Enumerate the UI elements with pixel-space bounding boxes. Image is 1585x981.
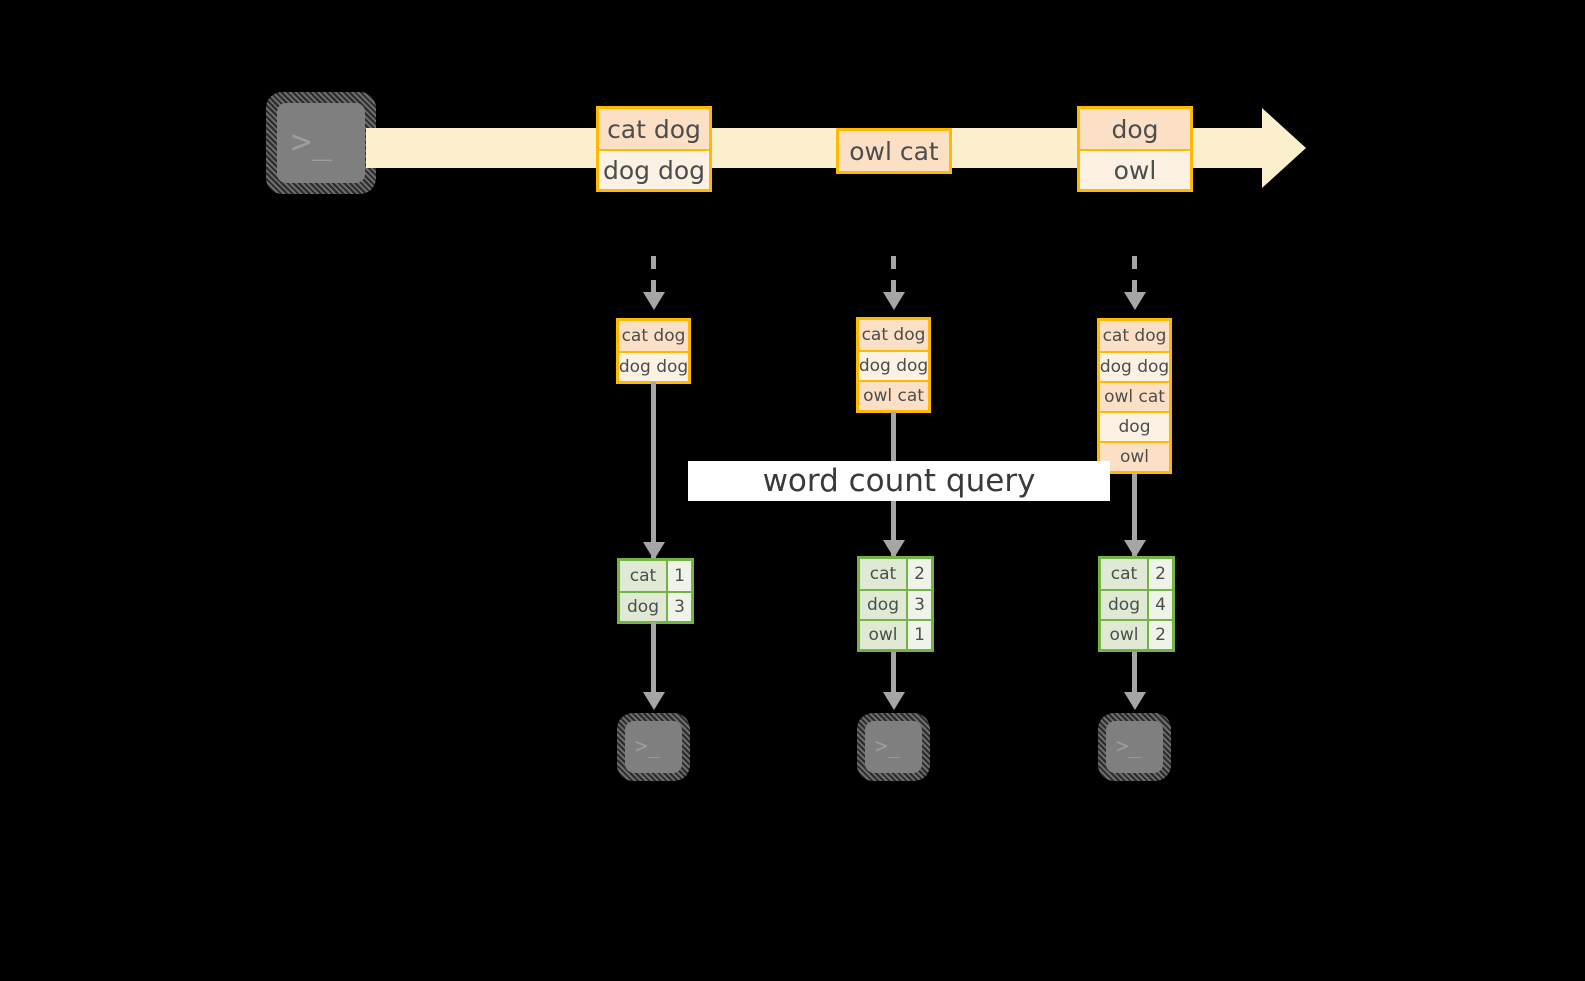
sink-terminal-1-icon: >_ [625,721,682,773]
table-row: cat 1 [620,561,691,591]
trigger-2-dashed-arrow-head-icon [883,292,905,310]
table-row: owl 1 [860,619,931,649]
trigger-2-query-arrow-head-icon [883,540,905,558]
sink-terminal-2-icon: >_ [865,721,922,773]
source-terminal-icon: >_ [277,103,365,183]
trigger-3-query-connector [1132,474,1137,562]
result-3-count-1: 2 [1149,559,1172,589]
table-row: cat 2 [860,559,931,589]
word-count-result-2[interactable]: cat 2 dog 3 owl 1 [857,556,934,652]
trigger-1-dashed-connector [651,256,656,298]
result-2-count-1: 2 [908,559,931,589]
result-2-word-2: dog [860,591,908,619]
trigger-1-query-arrow-head-icon [643,542,665,560]
stream-batch-1-line-2: dog dog [599,149,709,189]
accumulated-input-3-line-4: dog [1100,411,1169,441]
terminal-prompt-icon: >_ [875,734,901,758]
stream-batch-3-line-1: dog [1080,109,1190,149]
result-1-word-2: dog [620,593,668,621]
accumulated-input-2-line-3: owl cat [859,380,928,410]
result-3-count-3: 2 [1149,621,1172,649]
terminal-prompt-icon: >_ [635,734,661,758]
trigger-1-dashed-arrow-head-icon [643,292,665,310]
terminal-prompt-icon: >_ [1116,734,1142,758]
trigger-3-sink-connector [1132,652,1137,704]
trigger-1-query-connector [651,382,656,562]
result-2-word-1: cat [860,559,908,589]
accumulated-input-2-line-2: dog dog [859,350,928,380]
accumulated-input-3-line-1: cat dog [1100,321,1169,351]
table-row: dog 3 [860,589,931,619]
result-2-word-3: owl [860,621,908,649]
sink-terminal-3-icon: >_ [1106,721,1163,773]
stream-batch-2-line-1: owl cat [839,131,949,171]
accumulated-input-2-line-1: cat dog [859,320,928,350]
table-row: dog 4 [1101,589,1172,619]
stream-batch-3[interactable]: dog owl [1077,106,1193,192]
stream-batch-3-line-2: owl [1080,149,1190,189]
result-3-word-2: dog [1101,591,1149,619]
trigger-1-sink-arrow-head-icon [643,692,665,710]
stream-batch-2[interactable]: owl cat [836,128,952,174]
trigger-3-dashed-arrow-head-icon [1124,292,1146,310]
accumulated-input-1-line-2: dog dog [619,351,688,381]
accumulated-input-1-line-1: cat dog [619,321,688,351]
terminal-prompt-icon: >_ [291,122,332,162]
result-3-word-3: owl [1101,621,1149,649]
trigger-3-sink-arrow-head-icon [1124,692,1146,710]
trigger-2-sink-connector [891,652,896,704]
result-3-word-1: cat [1101,559,1149,589]
word-count-result-3[interactable]: cat 2 dog 4 owl 2 [1098,556,1175,652]
result-1-count-2: 3 [668,593,691,621]
accumulated-input-3[interactable]: cat dog dog dog owl cat dog owl [1097,318,1172,474]
accumulated-input-3-line-5: owl [1100,441,1169,471]
accumulated-input-3-line-3: owl cat [1100,381,1169,411]
stream-batch-1-line-1: cat dog [599,109,709,149]
table-row: owl 2 [1101,619,1172,649]
result-1-count-1: 1 [668,561,691,591]
stream-batch-1[interactable]: cat dog dog dog [596,106,712,192]
table-row: dog 3 [620,591,691,621]
trigger-3-query-arrow-head-icon [1124,540,1146,558]
result-1-word-1: cat [620,561,668,591]
accumulated-input-2[interactable]: cat dog dog dog owl cat [856,317,931,413]
table-row: cat 2 [1101,559,1172,589]
result-3-count-2: 4 [1149,591,1172,619]
result-2-count-3: 1 [908,621,931,649]
result-2-count-2: 3 [908,591,931,619]
accumulated-input-3-line-2: dog dog [1100,351,1169,381]
trigger-3-dashed-connector [1132,256,1137,298]
query-label: word count query [688,461,1110,501]
trigger-2-dashed-connector [891,256,896,298]
accumulated-input-1[interactable]: cat dog dog dog [616,318,691,384]
trigger-2-sink-arrow-head-icon [883,692,905,710]
trigger-1-sink-connector [651,622,656,704]
word-count-result-1[interactable]: cat 1 dog 3 [617,558,694,624]
stream-arrow-head-icon [1262,108,1306,188]
